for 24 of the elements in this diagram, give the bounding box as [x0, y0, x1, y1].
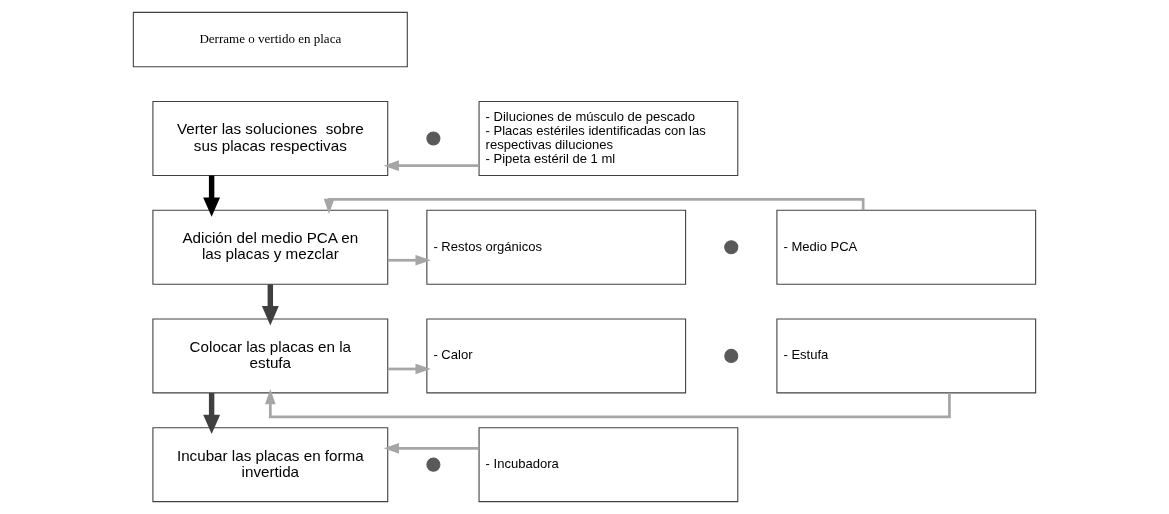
- arrow: [387, 363, 431, 375]
- node-circle: [724, 348, 739, 363]
- node-box: Verter las soluciones sobre sus placas respectivas: [152, 101, 389, 176]
- node-box: - Incubadora: [478, 427, 739, 503]
- arrow: [203, 175, 221, 217]
- node-circle: [724, 240, 739, 255]
- arrow: [265, 389, 951, 419]
- node-circle: [426, 457, 441, 472]
- node-circle: [426, 131, 441, 146]
- node-box: - Diluciones de músculo de pescado - Placas estériles identificadas con las respectivas diluciones - Pipeta estéril de 1 ml: [478, 101, 739, 176]
- node-box: - Medio PCA: [776, 209, 1037, 285]
- arrow: [261, 284, 279, 326]
- arrow: [383, 160, 479, 172]
- node-box: - Restos orgánicos: [426, 209, 687, 285]
- arrow: [323, 198, 865, 215]
- node-box: Incubar las placas en forma invertida: [152, 427, 389, 503]
- arrow: [383, 443, 479, 454]
- arrow: [387, 254, 431, 266]
- arrow: [203, 393, 221, 435]
- node-box: Adición del medio PCA en las placas y mezclar: [152, 209, 389, 285]
- node-box: Derrame o vertido en placa: [132, 11, 408, 68]
- node-box: Colocar las placas en la estufa: [152, 318, 389, 394]
- node-box: - Estufa: [776, 318, 1037, 394]
- node-box: - Calor: [426, 318, 687, 394]
